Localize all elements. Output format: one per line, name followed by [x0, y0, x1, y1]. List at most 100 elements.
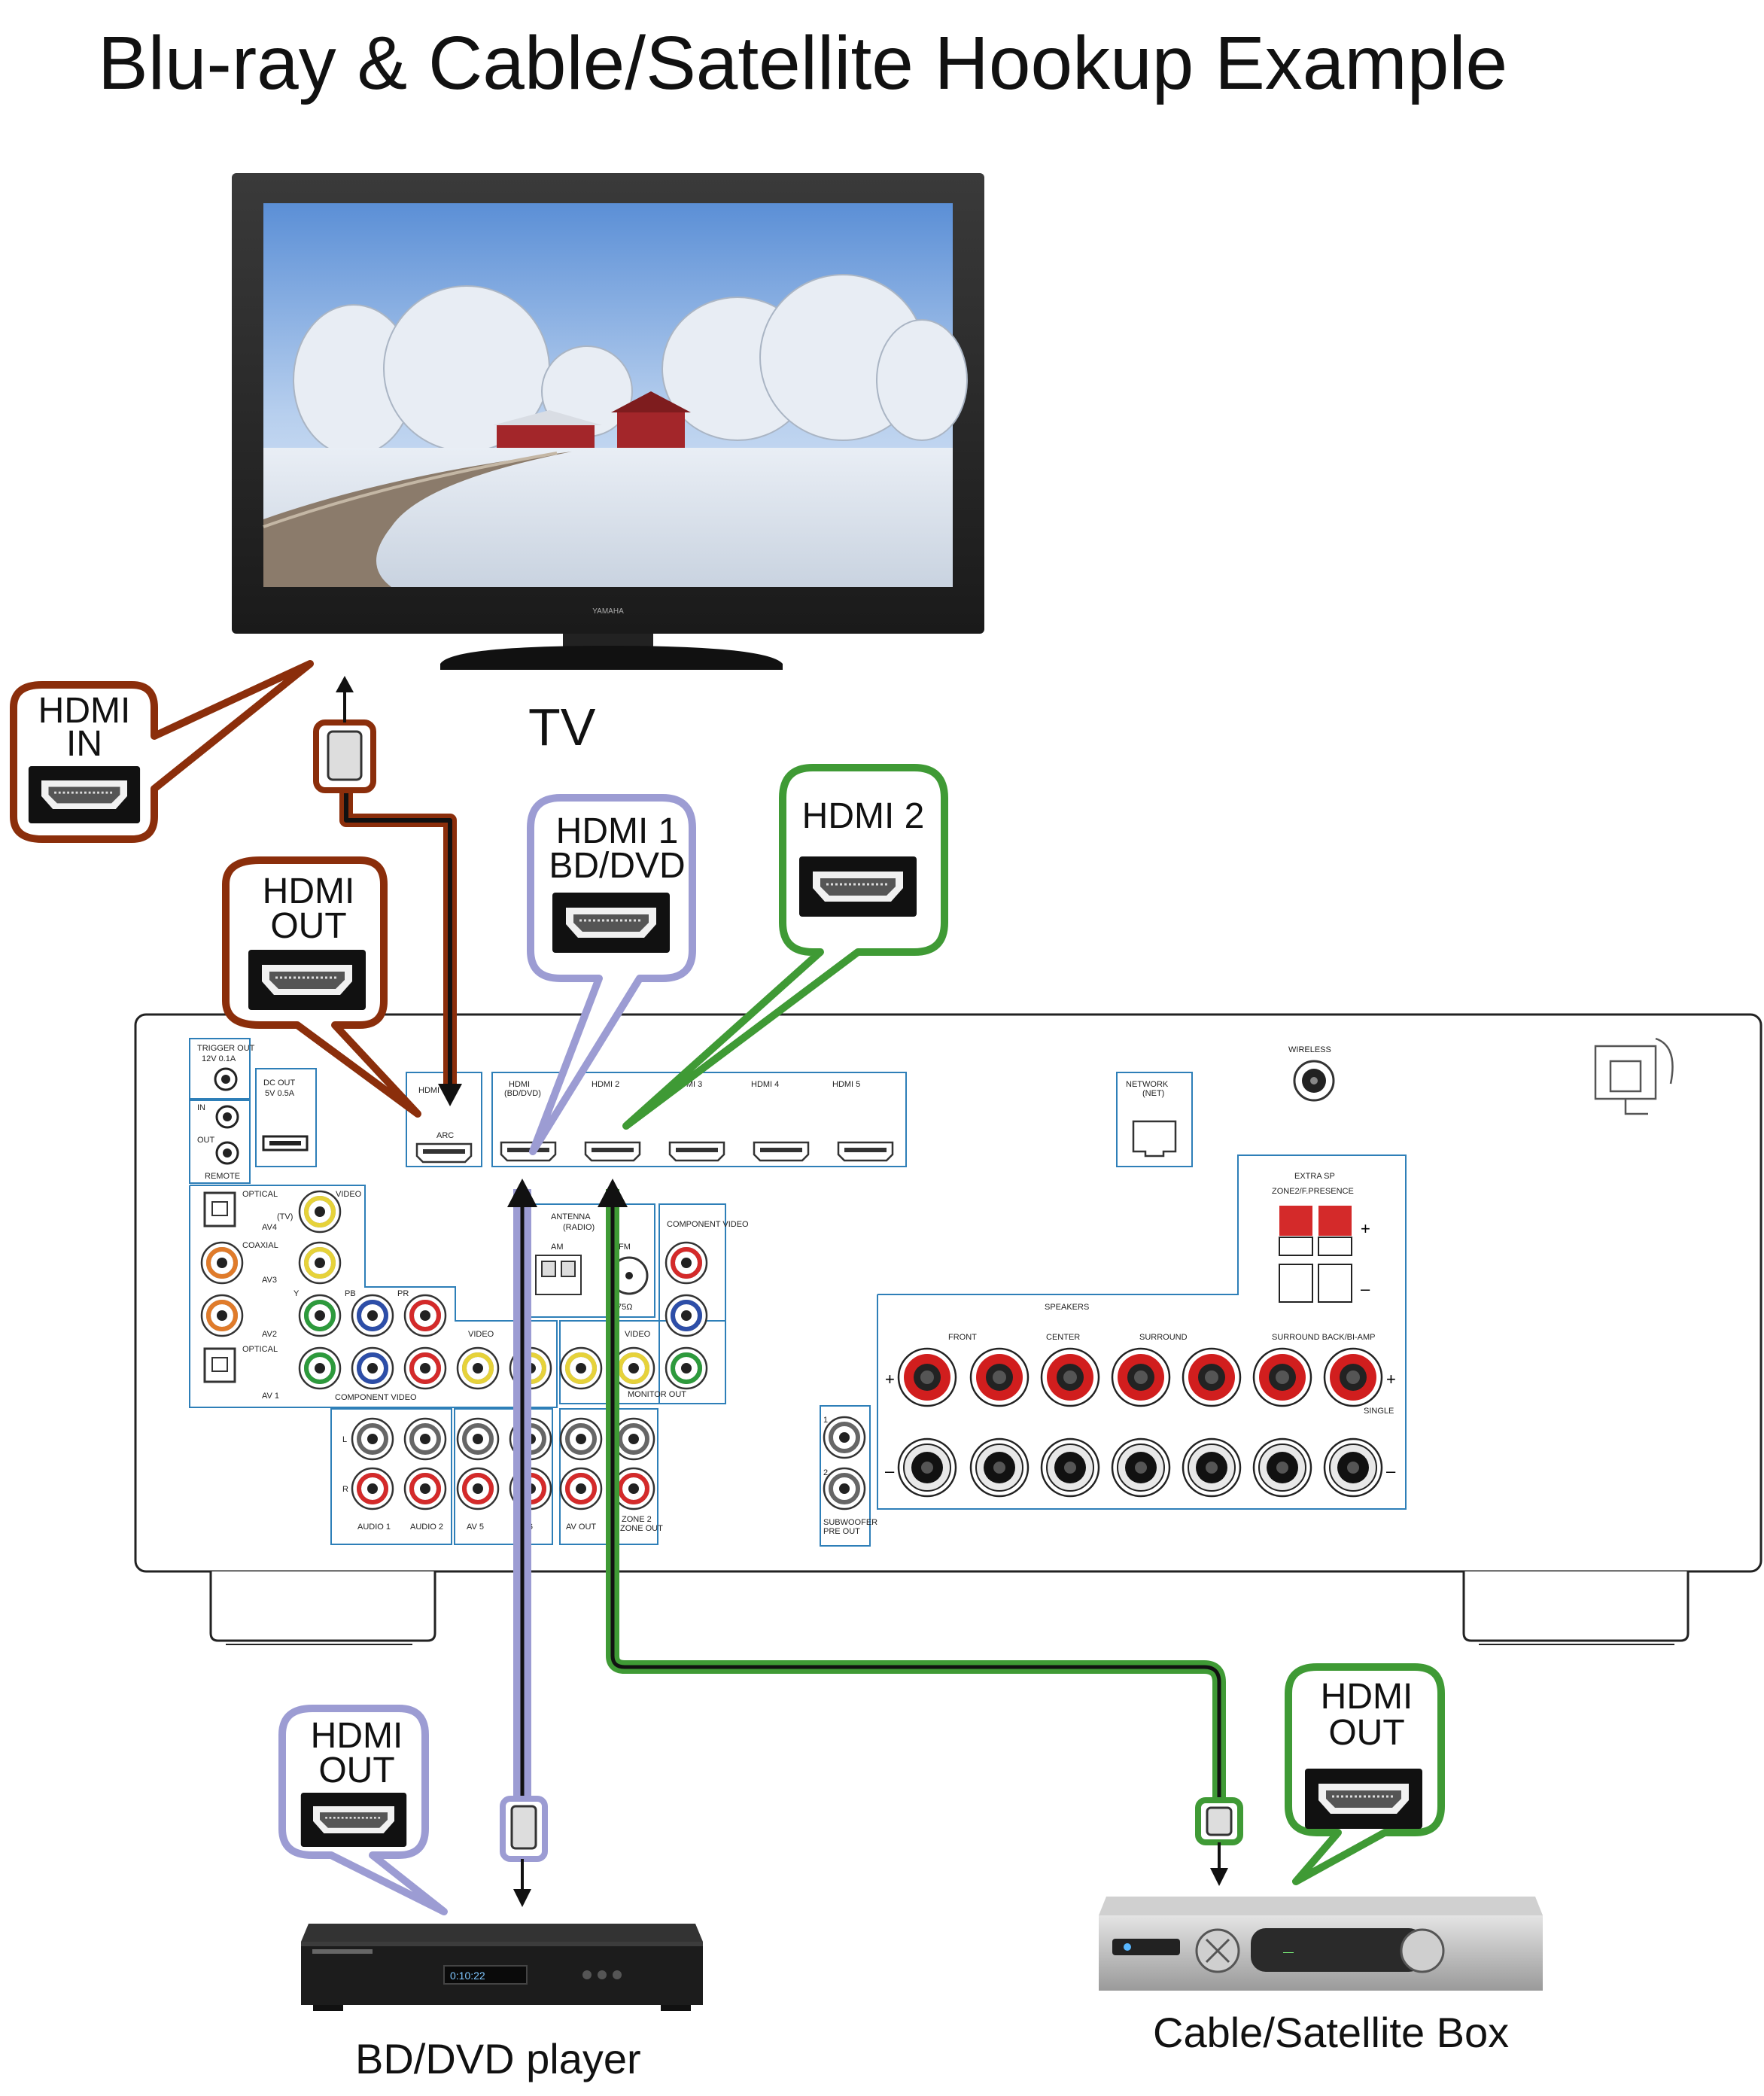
callout-cable-hdmi-out: HDMI OUT: [1285, 1663, 1445, 1885]
fm-label: FM: [619, 1243, 631, 1252]
monitor-out-label: MONITOR OUT: [628, 1390, 686, 1399]
tv-input-label: (TV): [277, 1212, 293, 1221]
av4-label: AV4: [262, 1223, 277, 1232]
page-title: Blu-ray & Cable/Satellite Hookup Example: [98, 21, 1507, 105]
network-block: NETWORK (NET): [1116, 1072, 1193, 1167]
hdmi-port-icon: [300, 1791, 408, 1848]
hdmi1-port-sublabel: (BD/DVD): [504, 1089, 541, 1098]
sub2-label: 2: [823, 1468, 828, 1477]
hdmi4-port-icon: [753, 1141, 810, 1162]
callout-cable-out-line2: OUT: [1328, 1713, 1404, 1753]
bd-player-label: BD/DVD player: [355, 2035, 641, 2082]
video-av1-label: VIDEO: [468, 1330, 494, 1339]
arrow-icon: [507, 1179, 537, 1207]
hdmi1-port-icon: [500, 1141, 557, 1162]
arrow-icon: [598, 1179, 628, 1207]
component-video2-label: COMPONENT VIDEO: [667, 1220, 749, 1229]
tv: YAMAHA TV: [232, 173, 984, 756]
bd-hdmi-cable: [500, 1179, 548, 1907]
svg-text:0:10:22: 0:10:22: [450, 1970, 485, 1982]
trigger-spec-label: 12V 0.1A: [202, 1054, 236, 1063]
single-label: SINGLE: [1364, 1407, 1394, 1416]
hdmi-port-icon: [1303, 1767, 1424, 1830]
remote-block: IN OUT REMOTE: [189, 1100, 251, 1184]
av-receiver: TRIGGER OUT 12V 0.1A IN OUT REMOTE DC OU…: [134, 1013, 1762, 1645]
hdmi-port-icon: [27, 765, 141, 825]
optical-av1-label: OPTICAL: [242, 1345, 278, 1354]
pr-label: PR: [397, 1289, 409, 1298]
svg-text:YAMAHA: YAMAHA: [592, 607, 624, 616]
radio-label: (RADIO): [563, 1223, 595, 1232]
trigger-out-label: TRIGGER OUT: [197, 1044, 255, 1053]
tv-label: TV: [528, 698, 596, 756]
hdmi-out-port-icon: [415, 1142, 473, 1164]
av-out-label: AV OUT: [566, 1523, 596, 1532]
antenna-label: ANTENNA: [551, 1212, 591, 1221]
av1-label: AV 1: [262, 1392, 279, 1401]
minus-left-label: –: [885, 1462, 895, 1480]
callout-tv-hdmi-in: HDMI IN: [10, 660, 314, 843]
extra-sp-label: EXTRA SP: [1294, 1172, 1335, 1181]
network-label: NETWORK: [1126, 1080, 1169, 1089]
y-label: Y: [293, 1289, 300, 1298]
callout-receiver-out-line1: HDMI: [263, 872, 355, 911]
arrow-icon: [438, 1084, 462, 1106]
hdmi2-port-icon: [584, 1141, 641, 1162]
ohm-label: 75Ω: [617, 1303, 632, 1312]
dc-out-block: DC OUT 5V 0.5A: [255, 1068, 317, 1167]
remote-out-label: OUT: [197, 1136, 215, 1145]
sub1-label: 1: [823, 1416, 828, 1425]
remote-label: REMOTE: [205, 1172, 240, 1181]
callout-cable-out-line1: HDMI: [1321, 1677, 1413, 1717]
zone-out-label: ZONE OUT: [620, 1524, 663, 1533]
front-label: FRONT: [948, 1333, 977, 1342]
callout-hdmi2: HDMI 2: [622, 764, 948, 1130]
svg-text:L: L: [342, 1435, 347, 1444]
pre-out-label: PRE OUT: [823, 1527, 860, 1536]
hdmi-port-icon: [551, 891, 671, 954]
callout-tv-in-line2: IN: [66, 724, 102, 764]
component-video-label: COMPONENT VIDEO: [335, 1393, 417, 1402]
antenna-block: ANTENNA (RADIO) AM FM 75Ω: [526, 1203, 655, 1318]
satellite-hdmi-cable: [598, 1179, 1243, 1886]
audio1-label: AUDIO 1: [357, 1523, 391, 1532]
minus-right-label: –: [1386, 1462, 1396, 1480]
callout-hdmi1-bd: HDMI 1 BD/DVD: [527, 794, 696, 1155]
hdmi4-port-label: HDMI 4: [751, 1080, 779, 1089]
video-label: VIDEO: [336, 1190, 362, 1199]
minus-extra-label: –: [1361, 1279, 1370, 1298]
plus-right-label: +: [1386, 1370, 1396, 1389]
callout-hdmi1-line2: BD/DVD: [549, 846, 685, 886]
plus-left-label: +: [885, 1370, 895, 1389]
hdmi-port-icon: [247, 948, 367, 1011]
optical-tv-label: OPTICAL: [242, 1190, 278, 1199]
power-inlet: [1594, 1037, 1674, 1115]
callout-hdmi2-line1: HDMI 2: [802, 796, 925, 836]
av5-label: AV 5: [467, 1523, 484, 1532]
wireless-label: WIRELESS: [1288, 1045, 1331, 1054]
hdmi-port-icon: [798, 855, 918, 918]
callout-bd-hdmi-out: HDMI OUT: [278, 1705, 448, 1915]
network-sub-label: (NET): [1142, 1089, 1164, 1098]
speakers-label: SPEAKERS: [1045, 1303, 1089, 1312]
arc-label: ARC: [436, 1131, 454, 1140]
subwoofer-label: SUBWOOFER: [823, 1518, 877, 1527]
tv-screen-image: [263, 203, 968, 587]
dc-out-label: DC OUT: [263, 1078, 295, 1088]
hdmi2-port-label: HDMI 2: [592, 1080, 619, 1089]
speaker-terminal-block: SPEAKERS FRONT CENTER SURROUND SURROUND …: [877, 1154, 1407, 1510]
av-input-block: OPTICAL (TV) AV4 VIDEO COAXIAL AV3 Y PB …: [189, 1185, 558, 1408]
hdmi1-port-label: HDMI: [509, 1080, 530, 1089]
video2-label: VIDEO: [625, 1330, 651, 1339]
bd-player: 0:10:22 BD/DVD player: [301, 1924, 703, 2082]
callout-hdmi1-line1: HDMI 1: [556, 811, 679, 851]
subwoofer-block: 1 2 SUBWOOFER PRE OUT: [820, 1405, 877, 1547]
dc-spec-label: 5V 0.5A: [265, 1089, 295, 1098]
zone2-label: ZONE 2: [622, 1515, 652, 1524]
coaxial-label: COAXIAL: [242, 1241, 278, 1250]
surround-label: SURROUND: [1139, 1333, 1188, 1342]
center-label: CENTER: [1046, 1333, 1080, 1342]
surround-back-label: SURROUND BACK/BI-AMP: [1272, 1333, 1376, 1342]
cable-box-label: Cable/Satellite Box: [1153, 2009, 1509, 2056]
